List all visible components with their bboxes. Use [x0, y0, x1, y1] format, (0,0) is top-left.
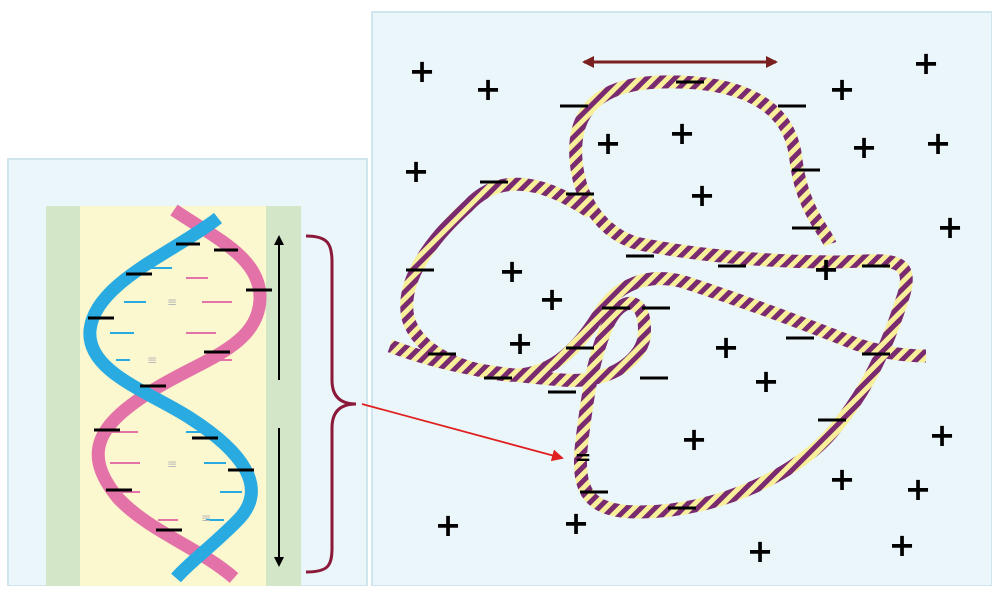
- helix-side-band-right: [266, 206, 301, 586]
- helix-side-band-left: [46, 206, 80, 586]
- base-pair-mark: ≡: [201, 511, 211, 525]
- positive-charge: +: [403, 152, 430, 190]
- helix-charges: [88, 242, 272, 532]
- positive-charge: +: [925, 124, 952, 162]
- double-helix-icon: ≡ ≡ ≡ ≡: [46, 204, 301, 586]
- positive-charge: +: [905, 470, 932, 508]
- positive-charge: +: [851, 128, 878, 166]
- positive-charge: +: [929, 416, 956, 454]
- curly-brace-icon: [305, 234, 357, 574]
- positive-charge: +: [829, 70, 856, 108]
- positive-charge: +: [669, 114, 696, 152]
- blue-strand: [83, 212, 258, 583]
- base-pair-mark: ≡: [167, 457, 177, 471]
- positive-charge: +: [435, 506, 462, 544]
- base-pair-rungs: [110, 267, 242, 521]
- positive-charge: +: [507, 324, 534, 362]
- positive-charge: +: [409, 52, 436, 90]
- positive-charge: +: [539, 280, 566, 318]
- positive-charge: +: [713, 328, 740, 366]
- base-pair-mark: ≡: [147, 353, 157, 367]
- positive-ions: + + + + + + + + + + + + + + + + + + + + …: [403, 44, 964, 570]
- positive-charge: +: [681, 420, 708, 458]
- dna-coil-icon: [387, 75, 927, 519]
- double-mark: =: [575, 445, 592, 469]
- positive-charge: +: [937, 208, 964, 246]
- coil-panel: [371, 11, 992, 587]
- positive-charge: +: [689, 176, 716, 214]
- positive-charge: +: [499, 252, 526, 290]
- positive-charge: +: [889, 526, 916, 564]
- positive-charge: +: [595, 124, 622, 162]
- positive-charge: +: [747, 532, 774, 570]
- connector-arrow-icon: [361, 403, 564, 462]
- positive-charge: +: [563, 504, 590, 542]
- base-pair-mark: ≡: [167, 295, 177, 309]
- positive-charge: +: [475, 70, 502, 108]
- positive-charge: +: [753, 362, 780, 400]
- positive-charge: +: [913, 44, 940, 82]
- coil-charges: [406, 80, 890, 510]
- positive-charge: +: [829, 460, 856, 498]
- positive-charge: +: [813, 250, 840, 288]
